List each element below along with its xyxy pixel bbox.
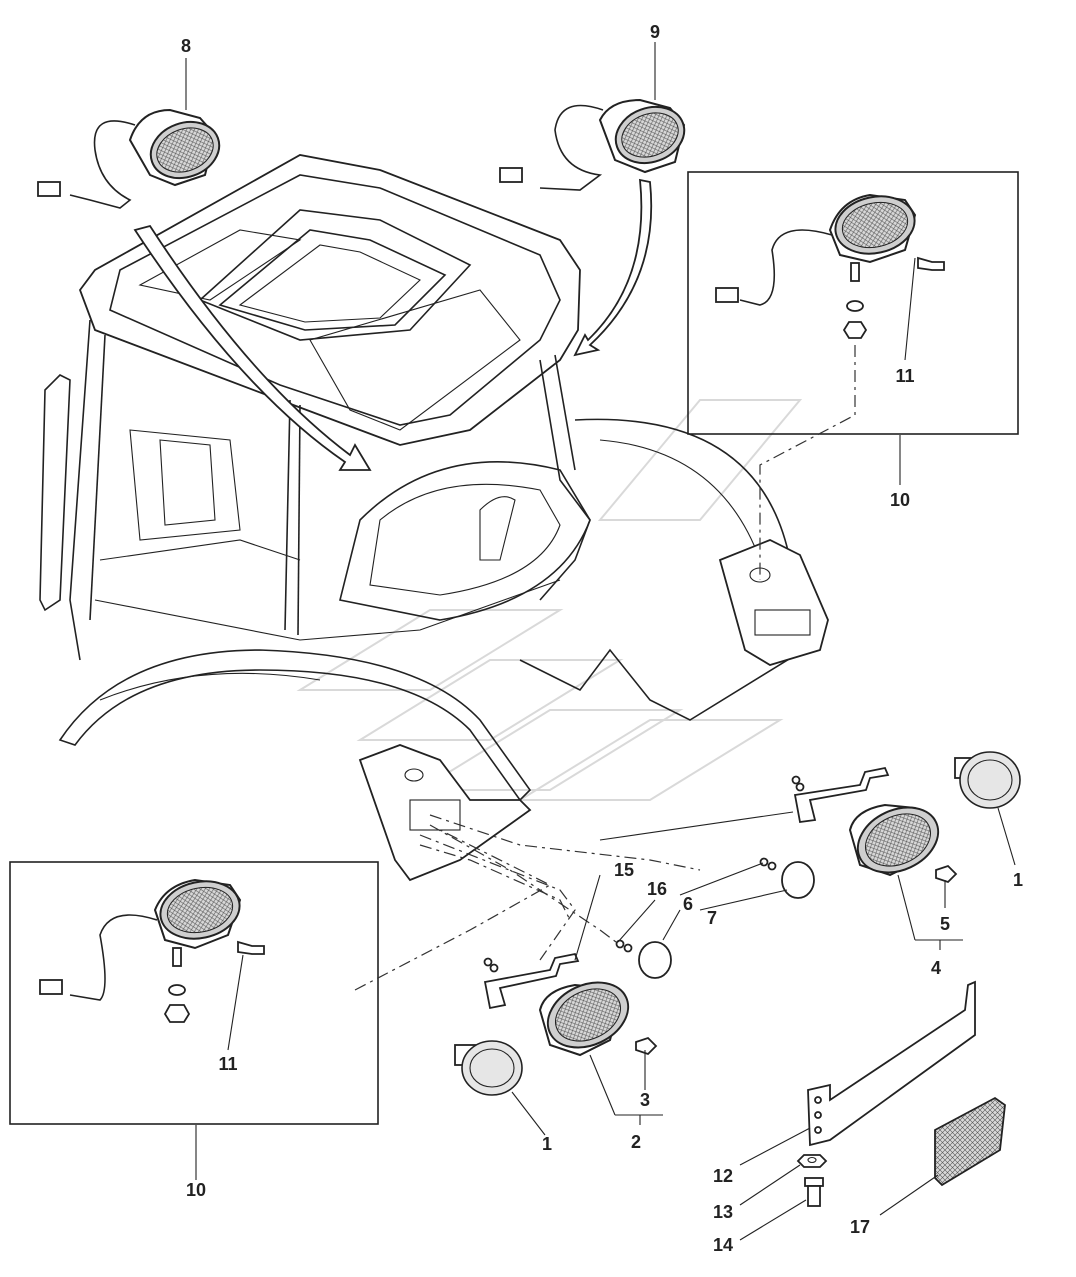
- work-lamp-2-left: [483, 952, 658, 1057]
- leader-lines: [185, 42, 1016, 1241]
- mounting-arrows: [133, 178, 653, 471]
- callout-2: 2: [631, 1132, 641, 1152]
- wiring-routes: [419, 814, 701, 961]
- work-lamp-8: [37, 108, 221, 209]
- callout-11-lower: 11: [218, 1054, 237, 1074]
- callout-1-left: 1: [542, 1134, 552, 1154]
- callout-14: 14: [713, 1235, 733, 1255]
- callout-13: 13: [713, 1202, 733, 1222]
- bolt-14: [804, 1177, 824, 1207]
- mudflap-bracket-12: [807, 980, 976, 1147]
- nut-13: [796, 1154, 828, 1168]
- callout-16: 16: [647, 879, 667, 899]
- callout-11-upper: 11: [895, 366, 914, 386]
- callout-17: 17: [850, 1217, 870, 1237]
- callout-10-upper: 10: [890, 490, 910, 510]
- callouts: 8 9 11 10 1 5 4 15 16 6 7 11 10 3 2 1 12…: [181, 22, 1023, 1255]
- cap-7: [615, 857, 815, 979]
- callout-3: 3: [640, 1090, 650, 1110]
- callout-4: 4: [931, 958, 941, 978]
- callout-7: 7: [707, 908, 717, 928]
- callout-8: 8: [181, 36, 191, 56]
- reflector-17: [934, 1096, 1006, 1187]
- callout-6: 6: [683, 894, 693, 914]
- callout-5: 5: [940, 914, 950, 934]
- cab-body: [39, 154, 829, 882]
- callout-15: 15: [614, 860, 634, 880]
- callout-12: 12: [713, 1166, 733, 1186]
- callout-1-right: 1: [1013, 870, 1023, 890]
- watermark-logo: [296, 399, 803, 801]
- callout-10-lower: 10: [186, 1180, 206, 1200]
- callout-9: 9: [650, 22, 660, 42]
- side-lamp-1-left: [454, 1040, 523, 1096]
- work-lamp-4-right: [791, 766, 958, 884]
- detail-box-lower: [9, 829, 552, 1125]
- side-lamp-1-right: [954, 751, 1021, 809]
- detail-box-upper: [687, 171, 1019, 580]
- work-lamp-9: [499, 98, 686, 191]
